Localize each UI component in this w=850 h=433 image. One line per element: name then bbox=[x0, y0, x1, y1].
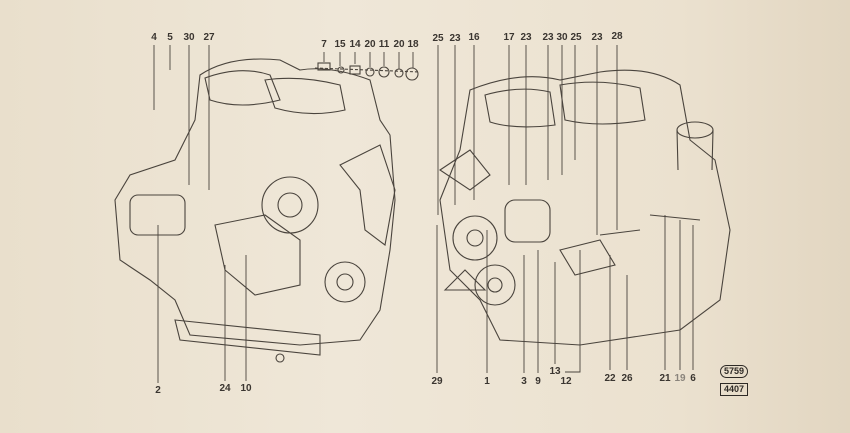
callout-label: 24 bbox=[219, 383, 231, 394]
callout-label: 17 bbox=[503, 32, 515, 43]
callout-label: 23 bbox=[591, 32, 603, 43]
callout-label: 27 bbox=[203, 32, 215, 43]
exploded-parts bbox=[317, 62, 419, 81]
callout-label: 5 bbox=[167, 32, 173, 43]
callout-label: 20 bbox=[364, 39, 376, 50]
callout-label: 29 bbox=[431, 376, 443, 387]
callout-label: 30 bbox=[556, 32, 568, 43]
callout-label: 16 bbox=[468, 32, 480, 43]
left-engine-drawing bbox=[114, 58, 396, 363]
callout-label: 10 bbox=[240, 383, 252, 394]
callout-label: 3 bbox=[521, 376, 527, 387]
callout-label: 19 bbox=[674, 373, 686, 384]
callout-label: 26 bbox=[621, 373, 633, 384]
figure-code-box: 4407 bbox=[720, 383, 749, 396]
callout-label: 7 bbox=[321, 39, 327, 50]
callout-label: 15 bbox=[334, 39, 346, 50]
callout-label: 28 bbox=[611, 31, 623, 42]
callout-leader-lines bbox=[153, 45, 694, 383]
callout-label: 25 bbox=[432, 33, 444, 44]
callout-label: 18 bbox=[407, 39, 419, 50]
callout-label: 23 bbox=[542, 32, 554, 43]
callout-label: 4 bbox=[151, 32, 157, 43]
callout-label: 1 bbox=[484, 376, 490, 387]
callout-label: 13 bbox=[549, 366, 561, 377]
callout-label: 11 bbox=[378, 39, 390, 50]
callout-label: 25 bbox=[570, 32, 582, 43]
figure-code-oval: 5759 bbox=[720, 365, 749, 378]
callout-label: 21 bbox=[659, 373, 671, 384]
right-engine-drawing bbox=[439, 69, 731, 346]
callout-label: 9 bbox=[535, 376, 541, 387]
callout-label: 14 bbox=[349, 39, 361, 50]
callout-label: 23 bbox=[520, 32, 532, 43]
callout-label: 30 bbox=[183, 32, 195, 43]
callout-label: 12 bbox=[560, 376, 572, 387]
callout-label: 6 bbox=[690, 373, 696, 384]
callout-label: 23 bbox=[449, 33, 461, 44]
callout-label: 2 bbox=[155, 385, 161, 396]
callout-label: 22 bbox=[604, 373, 616, 384]
callout-label: 20 bbox=[393, 39, 405, 50]
